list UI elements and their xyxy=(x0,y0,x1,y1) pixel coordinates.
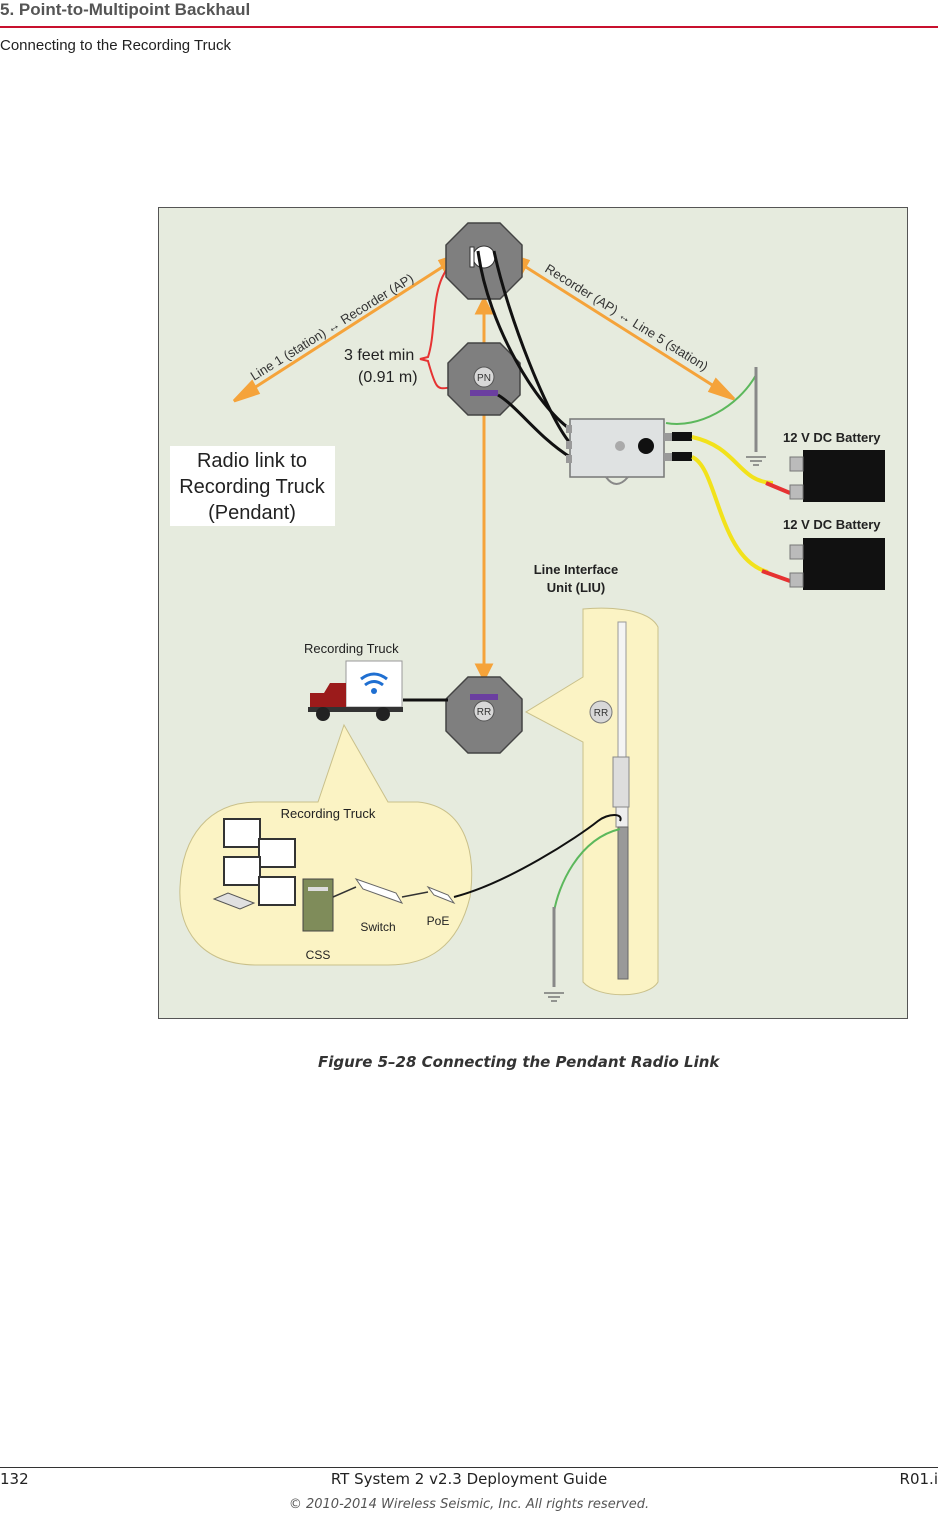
cable-pn xyxy=(497,393,571,459)
antenna-radio xyxy=(612,756,630,808)
line5-arrowhead-end xyxy=(707,377,736,401)
battery1-terminal-1 xyxy=(789,456,804,472)
liu-port xyxy=(638,438,654,454)
battery2-cable xyxy=(690,455,769,574)
poe-icon xyxy=(426,885,456,905)
css-switch-cable xyxy=(332,886,357,898)
liu-led xyxy=(615,441,625,451)
radio-link-label-box xyxy=(170,446,335,526)
liu-power-jack-1 xyxy=(664,433,672,441)
battery-2 xyxy=(803,538,885,590)
css-server-icon xyxy=(302,878,334,932)
battery1-terminal-2 xyxy=(789,484,804,500)
mast-ground-wire xyxy=(553,828,621,913)
min-distance-bracket xyxy=(419,258,459,390)
monitor-icon xyxy=(258,876,296,906)
radio-link-label-3: (Pendant) xyxy=(208,502,296,524)
monitor-icon xyxy=(223,818,261,848)
document-title: RT System 2 v2.3 Deployment Guide xyxy=(330,1470,608,1488)
footer-rule xyxy=(0,1467,938,1468)
line1-arrow xyxy=(239,255,459,399)
battery2-terminal-1 xyxy=(789,544,804,560)
radio-link-label-2: Recording Truck xyxy=(179,476,326,498)
poe-mast-cable xyxy=(453,814,622,898)
pendant-arrowhead-top xyxy=(474,295,494,315)
recorder-ap-connector xyxy=(472,245,496,269)
line5-arrow xyxy=(509,255,729,397)
wifi-icon xyxy=(360,672,388,681)
liu-power-plug-1 xyxy=(672,432,692,441)
pn-label: PN xyxy=(477,373,491,384)
section-title: Connecting to the Recording Truck xyxy=(0,37,231,54)
battery1-label: 12 V DC Battery xyxy=(783,430,881,445)
pendant-connector xyxy=(470,390,498,396)
monitor-icon xyxy=(258,838,296,868)
monitor-icon xyxy=(223,856,261,886)
truck-callout xyxy=(179,723,473,966)
cable-2 xyxy=(492,250,572,444)
truck-wheel-rear xyxy=(376,707,390,721)
truck-cab xyxy=(310,683,346,707)
recorder-ap-port xyxy=(469,246,475,268)
pendant-radio-link-diagram: Line 1 (station) ↔ Recorder (AP) Recorde… xyxy=(158,207,908,1019)
battery2-terminal-2 xyxy=(789,572,804,588)
min-distance-label-1: 3 feet min xyxy=(344,347,414,364)
mast-pole xyxy=(617,826,629,980)
mast-rr-label: RR xyxy=(594,708,608,719)
line1-arrowhead-end xyxy=(232,379,261,403)
liu-jack-1 xyxy=(566,425,572,433)
switch-label: Switch xyxy=(360,920,395,934)
header-rule xyxy=(0,26,938,28)
poe-label: PoE xyxy=(427,914,450,928)
min-distance-label-2: (0.91 m) xyxy=(358,369,418,386)
truck-box xyxy=(345,660,403,708)
workstation-monitors xyxy=(212,818,296,910)
recording-truck-icon xyxy=(308,660,403,721)
battery-1 xyxy=(803,450,885,502)
pendant-arrowhead-bottom xyxy=(474,663,494,683)
battery1-red-lead xyxy=(765,481,791,495)
liu-jack-3 xyxy=(566,455,572,463)
antenna-radome xyxy=(617,621,627,763)
truck-chassis xyxy=(308,707,403,712)
battery2-red-lead xyxy=(761,569,791,583)
liu-label-1: Line Interface xyxy=(534,562,619,577)
cable-1 xyxy=(476,250,571,431)
css-label: CSS xyxy=(306,948,331,962)
liu-jack-2 xyxy=(566,441,572,449)
radio-link-label-1: Radio link to xyxy=(197,450,307,472)
page-number: 132 xyxy=(0,1470,29,1488)
liu-cables xyxy=(476,250,572,459)
mast-rr-badge xyxy=(589,700,613,724)
mast-ground-symbol xyxy=(544,992,564,1002)
switch-icon xyxy=(354,878,404,904)
figure-caption: Figure 5–28 Connecting the Pendant Radio… xyxy=(318,1053,720,1071)
rr-label: RR xyxy=(477,707,491,718)
keyboard-icon xyxy=(212,892,256,910)
liu-handle xyxy=(605,476,629,485)
copyright: © 2010-2014 Wireless Seismic, Inc. All r… xyxy=(288,1497,650,1512)
liu-label-2: Unit (LIU) xyxy=(547,580,605,595)
battery2-label: 12 V DC Battery xyxy=(783,517,881,532)
liu-ground-symbol xyxy=(746,456,766,466)
chapter-title: 5. Point-to-Multipoint Backhaul xyxy=(0,0,251,19)
liu-power-plug-2 xyxy=(672,452,692,461)
battery1-cable xyxy=(691,435,774,485)
truck-wheel-front xyxy=(316,707,330,721)
rr-badge xyxy=(473,700,495,722)
liu-ground-wire xyxy=(665,374,757,425)
switch-poe-cable xyxy=(401,891,429,898)
revision: R01.i xyxy=(899,1470,938,1488)
bubble-title: Recording Truck xyxy=(281,806,376,821)
rr-connector xyxy=(470,694,498,700)
truck-label: Recording Truck xyxy=(304,641,399,656)
liu-power-jack-2 xyxy=(664,453,672,461)
pendant-badge xyxy=(473,366,495,388)
antenna-mount xyxy=(615,806,629,828)
